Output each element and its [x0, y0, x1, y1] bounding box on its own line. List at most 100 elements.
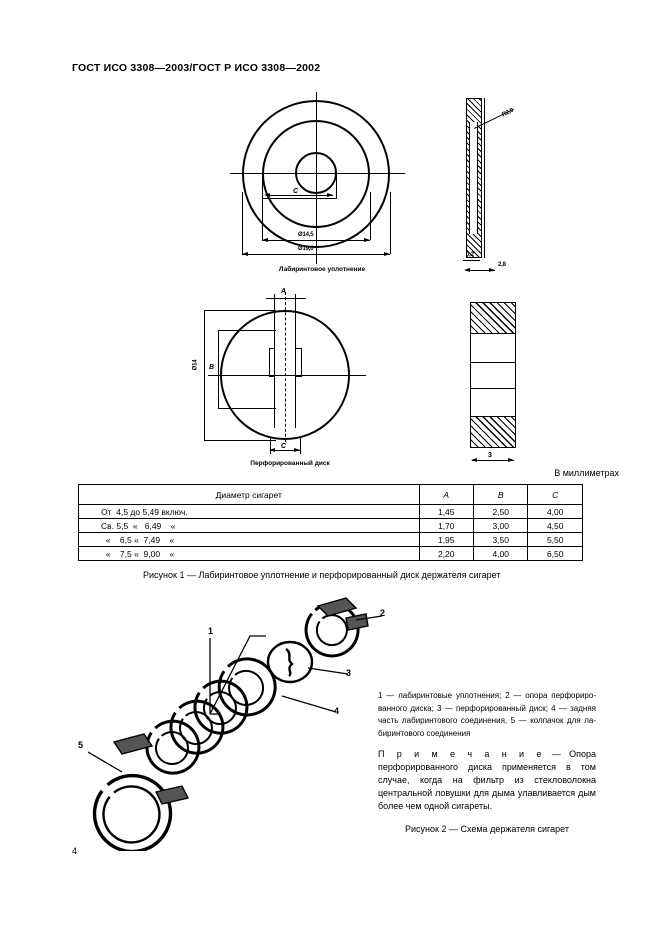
- table-cell-b: 3,00: [472, 518, 529, 533]
- table-cell-b: 4,00: [472, 546, 529, 561]
- dim-arrow-left-thick: [464, 267, 470, 272]
- callout-5: 5: [78, 740, 84, 750]
- page-header: ГОСТ ИСО 3308—2003/ГОСТ Р ИСО 3308—2002: [72, 62, 321, 74]
- dim-line-section: [472, 460, 514, 461]
- table-header-b: B: [472, 484, 529, 505]
- callout-1: 1: [208, 626, 214, 636]
- side-cavity: [469, 122, 478, 234]
- dim-line-145: [262, 240, 370, 241]
- perforated-disc-caption: Перфорированный диск: [250, 460, 330, 467]
- callout-2: 2: [380, 608, 386, 618]
- table-cell-a: 1,45: [418, 504, 474, 519]
- table-cell-c: 4,50: [527, 518, 583, 533]
- ext-d14-bottom: [204, 440, 276, 441]
- section-divider-top: [470, 362, 516, 363]
- section-hatch-bottom: [470, 416, 516, 448]
- dim-label-b: B: [209, 364, 214, 371]
- table-cell-a: 2,20: [418, 546, 474, 561]
- dim-arrow-right-190: [384, 251, 390, 256]
- table-row: « 6,5 « 7,49 « 1,95 3,50 5,50: [78, 532, 583, 547]
- dim-arrow-left-145: [262, 237, 268, 242]
- slot-waist-bottom-left: [269, 376, 275, 377]
- dim-arrow-right-section: [508, 457, 514, 462]
- dim-line-b: [218, 330, 219, 408]
- table-cell-a: 1,95: [418, 532, 474, 547]
- isometric-assembly-svg: [87, 597, 383, 854]
- slot-waist-top-left: [269, 348, 275, 349]
- note-text: — Опора перфорированно­го диска применяе…: [378, 749, 596, 811]
- dim-line-thick: [466, 270, 495, 271]
- dim-line-d14: [204, 310, 205, 440]
- disc-centerline-horizontal: [208, 375, 366, 376]
- table-cell-range: « 6,5 « 7,49 «: [78, 532, 420, 547]
- figure-labyrinth-seal: C Ø14,5 Ø19,0 Лабиринтовое уплотнение R2…: [70, 92, 590, 282]
- callout-4: 4: [334, 706, 340, 716]
- c-arrow-left: [264, 192, 270, 197]
- table-row: От 4,5 до 5,49 включ. 1,45 2,50 4,00: [78, 504, 583, 519]
- dim-label-a: A: [281, 288, 286, 295]
- section-divider-bottom: [470, 388, 516, 389]
- labyrinth-seal-caption: Лабиринтовое уплотнение: [278, 266, 366, 273]
- ext-a-right: [295, 294, 296, 304]
- callout-3: 3: [346, 668, 352, 678]
- section-hatch-top: [470, 302, 516, 334]
- dim-arrow-left-190: [242, 251, 248, 256]
- c-dimension-line: [266, 195, 333, 196]
- centerline-vertical: [316, 92, 317, 264]
- dim-label-thin: 0,2: [466, 252, 474, 258]
- figure2-note: П р и м е ч а н и е — Опора перфорирован…: [378, 748, 596, 813]
- dimensions-table: Диаметр сигарет A B C От 4,5 до 5,49 вкл…: [78, 484, 583, 561]
- figure1-caption: Рисунок 1 — Лабиринтовое уплотнение и пе…: [143, 570, 501, 580]
- dim-line-190: [242, 254, 390, 255]
- slot-waist-right: [301, 348, 302, 376]
- centerline-horizontal: [230, 173, 405, 174]
- ext-c2-right: [300, 438, 301, 454]
- dim-label-thick: 2,8: [498, 262, 506, 268]
- table-cell-range: « 7,5 « 9,00 «: [78, 546, 420, 561]
- dim-arrow-left-c2: [269, 447, 275, 452]
- table-row: Св. 5,5 « 6,49 « 1,70 3,00 4,50: [78, 518, 583, 533]
- dim-label-c2: C: [281, 443, 286, 450]
- dim-line-c2: [270, 450, 300, 451]
- slot-right-edge: [295, 296, 296, 428]
- ext-d14-top: [204, 310, 276, 311]
- dim-line-thin: [463, 260, 480, 261]
- page-number: 4: [72, 846, 78, 856]
- dim-arrow-right-thick: [489, 267, 495, 272]
- disc-centerline-vertical: [285, 292, 286, 442]
- slot-left-edge: [274, 296, 275, 428]
- c-dimension-box: [262, 173, 337, 199]
- ext-b-bottom: [218, 408, 276, 409]
- dim-line-a: [266, 298, 306, 299]
- dim-label-disc-diameter: Ø14: [192, 359, 199, 371]
- slot-waist-top-right: [295, 348, 302, 349]
- ext-line-left-145: [262, 192, 263, 240]
- dim-label-section-thickness: 3: [488, 452, 492, 459]
- dim-label-radius: R2,0: [501, 107, 515, 119]
- ext-line-right-145: [370, 192, 371, 240]
- table-cell-c: 4,00: [527, 504, 583, 519]
- disc-section-view: [470, 302, 516, 448]
- ext-line-left-190: [242, 192, 243, 254]
- c-dimension-label: C: [293, 188, 298, 195]
- table-cell-range: Св. 5,5 « 6,49 «: [78, 518, 420, 533]
- figure-perforated-disc: A B Ø14 C Перфорированный диск 3: [70, 288, 590, 468]
- dim-arrow-right-c2: [294, 447, 300, 452]
- note-label: П р и м е ч а н и е: [378, 749, 544, 759]
- figure-holder-schematic: 1 2 3 4 5: [60, 596, 390, 854]
- table-header-c: C: [527, 484, 583, 505]
- table-header-a: A: [418, 484, 474, 505]
- dim-label-outer-diameter: Ø19,0: [298, 246, 314, 252]
- side-section-view: [460, 98, 494, 258]
- figure2-legend: 1 — лабиринтовые уплотнения; 2 — опора п…: [378, 691, 596, 738]
- slot-waist-bottom-right: [295, 376, 302, 377]
- dim-arrow-left-section: [471, 457, 477, 462]
- dim-arrow-right-145: [364, 237, 370, 242]
- units-label: В миллиметрах: [554, 468, 619, 478]
- disc-slot: [269, 296, 302, 428]
- ext-a-left: [274, 294, 275, 304]
- slot-waist-left: [269, 348, 270, 376]
- table-cell-range: От 4,5 до 5,49 включ.: [78, 504, 420, 519]
- ext-line-right-190: [390, 192, 391, 254]
